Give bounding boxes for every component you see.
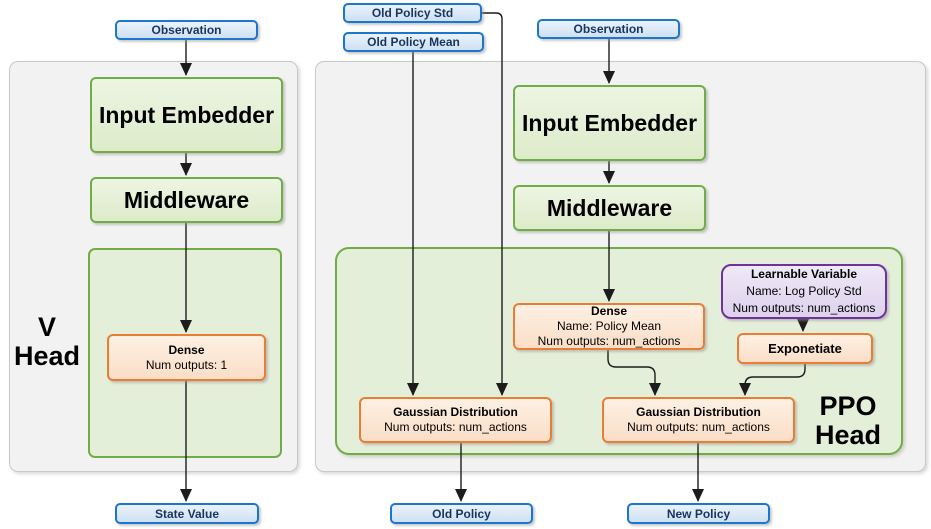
v-middleware-label: Middleware: [123, 186, 250, 213]
ppo-head-title: PPO Head: [814, 391, 882, 450]
learnable-variable-outputs: Num outputs: num_actions: [732, 301, 876, 315]
exponetiate-label: Exponetiate: [768, 341, 842, 356]
exponetiate-node: Exponetiate: [737, 333, 873, 364]
learnable-variable-node: Learnable Variable Name: Log Policy Std …: [721, 264, 887, 319]
ppo-dense-name: Name: Policy Mean: [556, 319, 662, 333]
old-policy-mean-node: Old Policy Mean: [343, 32, 484, 52]
gaussian-distribution-old-node: Gaussian Distribution Num outputs: num_a…: [359, 397, 552, 443]
ppo-dense-outputs: Num outputs: num_actions: [537, 334, 681, 348]
v-observation-node: Observation: [115, 20, 258, 40]
v-dense-outputs: Num outputs: 1: [145, 357, 228, 372]
ppo-observation-label: Observation: [573, 22, 644, 36]
v-dense-node: Dense Num outputs: 1: [107, 334, 266, 381]
v-middleware-node: Middleware: [90, 177, 283, 223]
ppo-dense-title: Dense: [590, 304, 628, 318]
v-input-embedder-label: Input Embedder: [98, 101, 275, 128]
v-dense-title: Dense: [168, 342, 205, 357]
learnable-variable-name: Name: Log Policy Std: [746, 284, 862, 298]
v-head-title: V Head: [13, 312, 81, 371]
gaussian-old-title: Gaussian Distribution: [393, 405, 518, 419]
ppo-middleware-node: Middleware: [513, 185, 706, 231]
v-input-embedder-node: Input Embedder: [90, 77, 283, 153]
old-policy-node: Old Policy: [390, 503, 533, 524]
gaussian-old-outputs: Num outputs: num_actions: [384, 420, 527, 434]
old-policy-std-label: Old Policy Std: [371, 6, 454, 20]
ppo-observation-node: Observation: [537, 19, 680, 39]
ppo-input-embedder-label: Input Embedder: [521, 109, 698, 136]
state-value-label: State Value: [154, 506, 220, 521]
old-policy-mean-label: Old Policy Mean: [367, 35, 460, 49]
new-policy-label: New Policy: [666, 506, 731, 521]
v-observation-label: Observation: [151, 23, 222, 37]
gaussian-distribution-new-node: Gaussian Distribution Num outputs: num_a…: [602, 397, 795, 443]
old-policy-std-node: Old Policy Std: [343, 3, 482, 23]
old-policy-label: Old Policy: [432, 506, 491, 521]
gaussian-new-title: Gaussian Distribution: [636, 405, 761, 419]
learnable-variable-title: Learnable Variable: [750, 267, 858, 281]
state-value-node: State Value: [115, 503, 259, 524]
new-policy-node: New Policy: [627, 503, 770, 524]
gaussian-new-outputs: Num outputs: num_actions: [627, 420, 770, 434]
ppo-middleware-label: Middleware: [546, 194, 673, 221]
ppo-input-embedder-node: Input Embedder: [513, 85, 706, 161]
ppo-dense-node: Dense Name: Policy Mean Num outputs: num…: [513, 303, 705, 350]
